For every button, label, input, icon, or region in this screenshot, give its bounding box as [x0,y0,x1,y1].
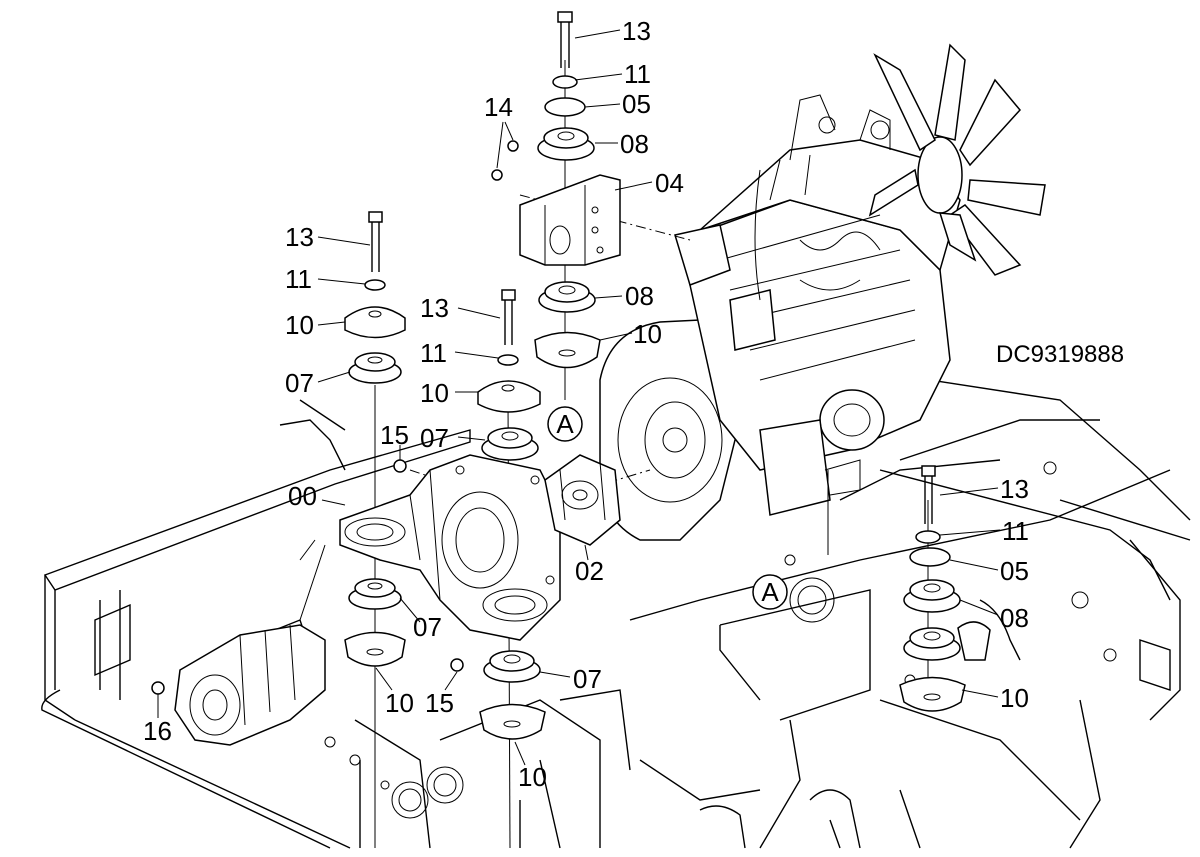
lower-mount-stacks [344,578,546,740]
callout-07: 07 [573,664,602,694]
callout-13: 13 [420,293,449,323]
callout-11: 11 [1002,516,1029,546]
callout-10: 10 [285,310,314,340]
callout-07: 07 [285,368,314,398]
right-mount-stack [899,465,991,712]
starter-motor [151,539,326,746]
callout-15: 15 [425,688,454,718]
callout-13: 13 [1000,474,1029,504]
view-mark-label: A [556,409,574,439]
callout-07: 07 [413,612,442,642]
callout-labels: 13 11 05 08 14 04 13 11 10 07 13 11 10 0… [143,16,1029,792]
leader-lines [157,29,1001,766]
callout-10: 10 [1000,683,1029,713]
callout-08: 08 [625,281,654,311]
left-mount-stack [344,211,406,384]
callout-10: 10 [633,319,662,349]
callout-07: 07 [420,423,449,453]
callout-05: 05 [1000,556,1029,586]
view-mark-label: A [761,577,779,607]
callout-05: 05 [622,89,651,119]
drawing-code: DC9319888 [996,341,1124,368]
view-mark-a-lower: A [752,574,788,610]
callout-04: 04 [655,168,684,198]
callout-08: 08 [620,129,649,159]
callout-13: 13 [622,16,651,46]
view-mark-a-upper: A [547,406,583,442]
callout-10: 10 [420,378,449,408]
callout-10: 10 [385,688,414,718]
callout-13: 13 [285,222,314,252]
callout-11: 11 [624,59,651,89]
callout-10: 10 [518,762,547,792]
callout-11: 11 [420,338,447,368]
callout-08: 08 [1000,603,1029,633]
front-mount-stack [491,11,621,369]
callout-00: 00 [288,481,317,511]
coupling [544,454,621,546]
engine-bracket [339,454,561,641]
callout-11: 11 [285,264,312,294]
callout-15: 15 [380,420,409,450]
engine-assembly [599,43,1046,541]
callout-14: 14 [484,92,513,122]
callout-16: 16 [143,716,172,746]
callout-02: 02 [575,556,604,586]
machine-frame [41,379,1191,849]
center-mount-stack [393,289,541,473]
